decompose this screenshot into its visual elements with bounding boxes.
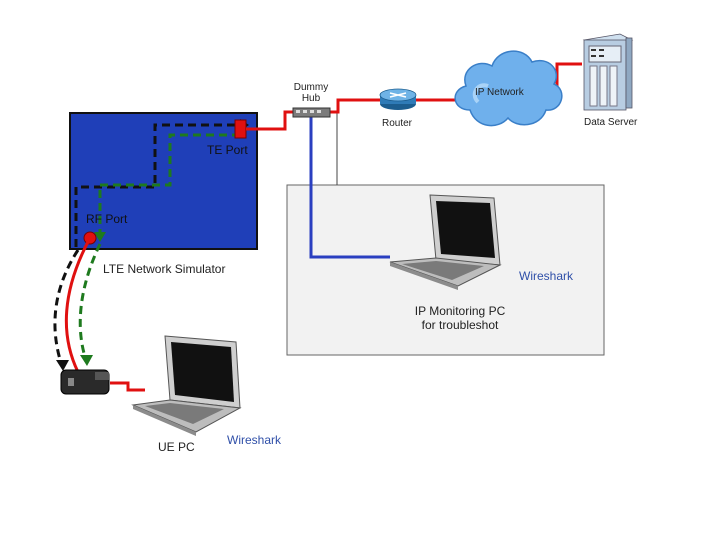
data-server-label: Data Server: [584, 117, 638, 128]
hub-label: Dummy Hub: [286, 82, 336, 104]
rf-port-label: RF Port: [86, 212, 128, 226]
green-dashed-path: [98, 133, 240, 240]
lte-simulator-box: [69, 112, 258, 250]
black-dashed-path: [74, 123, 240, 247]
hub-icon: [292, 107, 331, 118]
wireshark-monitor-label: Wireshark: [519, 269, 574, 283]
ip-network-label: IP Network: [475, 87, 524, 98]
ip-monitoring-pc-line2: for troubleshot: [421, 318, 499, 332]
blue-link-hub-pc: [309, 117, 390, 259]
ip-monitoring-pc-line1: IP Monitoring PC: [414, 304, 506, 318]
wireshark-ue-label: Wireshark: [227, 433, 282, 447]
rf-cable: [64, 237, 92, 373]
cloud-icon: [454, 50, 563, 127]
te-port-square: [234, 119, 247, 139]
te-port-label: TE Port: [207, 143, 248, 157]
usb-modem-icon: [60, 369, 110, 395]
router-icon: [379, 88, 417, 110]
router-label: Router: [382, 118, 413, 129]
lte-simulator-label: LTE Network Simulator: [103, 262, 226, 276]
green-curve-arrow: [80, 355, 93, 366]
red-link-te-hub: [246, 110, 296, 131]
laptop-icon: [131, 335, 242, 436]
ue-pc-label: UE PC: [158, 440, 195, 454]
black-dashed-curve: [53, 249, 80, 367]
green-dashed-curve: [78, 243, 102, 361]
hub-label-line1: Dummy: [293, 82, 329, 93]
ip-monitoring-pc-label: IP Monitoring PC for troubleshot: [405, 304, 515, 332]
red-link-hub-router: [328, 98, 383, 114]
server-icon: [582, 33, 634, 111]
red-link-modem-pc: [110, 381, 145, 392]
hub-label-line2: Hub: [301, 93, 321, 104]
laptop-icon: [389, 194, 502, 290]
green-arrow-head: [94, 232, 106, 242]
black-curve-arrow: [56, 360, 69, 371]
